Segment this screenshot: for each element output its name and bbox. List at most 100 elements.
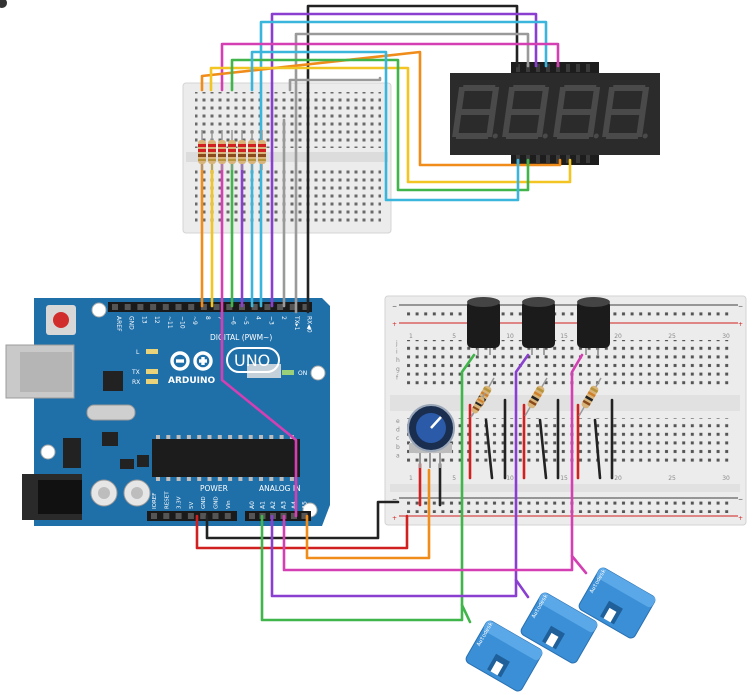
- wire-green-top: [230, 58, 530, 192]
- analog-pin-socket[interactable]: [249, 513, 255, 519]
- bb-black-3: [593, 418, 602, 480]
- chip-pin: [197, 435, 202, 439]
- digital-pin-socket[interactable]: [175, 304, 182, 310]
- digital-header: [108, 302, 312, 312]
- sensor-lead-3: [570, 554, 588, 575]
- resistor-3: [218, 130, 226, 170]
- digital-pin-socket[interactable]: [251, 304, 258, 310]
- rail-plus-top: +: [392, 321, 397, 328]
- digit-1: [452, 85, 500, 139]
- digital-pin-socket[interactable]: [188, 304, 195, 310]
- chip-pin: [156, 477, 160, 481]
- capacitor-2: [522, 297, 555, 355]
- resistor-6: [248, 130, 256, 170]
- power-pin-socket[interactable]: [187, 513, 194, 519]
- power-pin-label: GND: [201, 496, 207, 509]
- column-number: 25: [668, 475, 676, 482]
- digital-pin-label: 2: [280, 316, 287, 320]
- row-letter: b: [396, 444, 400, 451]
- power-pin-socket[interactable]: [163, 513, 170, 519]
- decimal-point: [642, 133, 648, 139]
- resistor-1: [198, 130, 206, 170]
- digital-pin-socket[interactable]: [289, 304, 296, 310]
- potentiometer[interactable]: [407, 404, 455, 468]
- analog-pin-label: A2: [270, 501, 277, 509]
- digital-pin-label: 4: [255, 316, 262, 320]
- wire-purple-top: [270, 12, 538, 308]
- current-sensor-3: Autodesk: [578, 567, 656, 639]
- digit-segments: [452, 85, 500, 139]
- power-pin-socket[interactable]: [212, 513, 219, 519]
- analog-header: [245, 511, 311, 521]
- power-pin-label: Vin: [226, 500, 232, 509]
- digital-pin-socket[interactable]: [150, 304, 157, 310]
- column-number: 15: [560, 333, 568, 340]
- digital-pin-socket[interactable]: [277, 304, 284, 310]
- wire-orange-top: [200, 50, 562, 167]
- rail-minus-bottom: −: [392, 496, 397, 503]
- wire-black-top: [306, 4, 519, 314]
- digital-pin-socket[interactable]: [302, 304, 309, 310]
- current-sensor-2: Autodesk: [520, 592, 598, 664]
- bb-resistor-3: [578, 377, 602, 417]
- decimal-point: [593, 133, 599, 139]
- column-number: 20: [614, 475, 622, 482]
- led-label-l: L: [136, 349, 140, 356]
- chip-pin: [166, 435, 171, 439]
- analog-pin-socket[interactable]: [301, 513, 308, 519]
- chip-pin: [259, 435, 263, 439]
- power-pin-label: 3.3V: [177, 496, 183, 509]
- row-letter: c: [396, 435, 399, 442]
- power-pin-socket[interactable]: [224, 513, 231, 519]
- column-number: 1: [409, 333, 413, 340]
- chip-pin: [269, 477, 274, 481]
- digital-pin-label: ~10: [179, 316, 186, 329]
- digital-pin-socket[interactable]: [200, 304, 207, 310]
- digit-2: [502, 85, 550, 139]
- digital-pin-label: 7: [217, 316, 224, 320]
- digital-pin-label: TX▸1: [293, 315, 300, 331]
- power-pin-socket[interactable]: [200, 513, 207, 519]
- column-number: 25: [668, 333, 676, 340]
- row-letter: h: [396, 357, 400, 364]
- chip-pin: [186, 477, 191, 481]
- wire-black-gnd: [205, 500, 400, 540]
- row-letter: j: [395, 340, 398, 347]
- digital-pin-socket[interactable]: [124, 304, 131, 310]
- column-number: 10: [506, 475, 514, 482]
- atmega-chip: [152, 439, 300, 477]
- wire-gray-low: [288, 76, 382, 92]
- chip-pin: [217, 477, 222, 481]
- digital-pin-socket[interactable]: [137, 304, 144, 310]
- decimal-point: [542, 133, 548, 139]
- digital-pin-label: RX◀0: [306, 316, 313, 333]
- digital-pin-socket[interactable]: [226, 304, 233, 310]
- wire-green-a1: [260, 353, 476, 622]
- wires: [195, 4, 614, 624]
- chip-pin: [207, 435, 212, 439]
- wire-magenta-a3: [282, 353, 584, 572]
- digital-pin-socket[interactable]: [213, 304, 220, 310]
- seven-segment-display: [450, 62, 660, 165]
- power-pin-socket[interactable]: [151, 513, 157, 519]
- digital-pin-socket[interactable]: [162, 304, 169, 310]
- digital-pin-label: ~3: [267, 316, 274, 325]
- row-letter: f: [396, 374, 399, 381]
- analog-pin-socket[interactable]: [291, 513, 297, 519]
- chip-pin: [279, 477, 284, 481]
- digital-pin-socket[interactable]: [264, 304, 271, 310]
- power-pin-socket[interactable]: [175, 513, 182, 519]
- digital-pin-socket[interactable]: [112, 304, 118, 310]
- led-label-rx: RX: [132, 379, 140, 386]
- chip-pin: [176, 477, 181, 481]
- bb-resistor-4: [470, 392, 486, 418]
- wire-purple-a2: [270, 353, 530, 598]
- row-letter: g: [396, 366, 400, 373]
- rail-minus-top: −: [392, 303, 397, 310]
- column-number: 30: [722, 475, 730, 482]
- analog-pin-label: A5: [302, 501, 309, 509]
- capacitor-3: [577, 297, 610, 355]
- resistor-2: [208, 130, 216, 170]
